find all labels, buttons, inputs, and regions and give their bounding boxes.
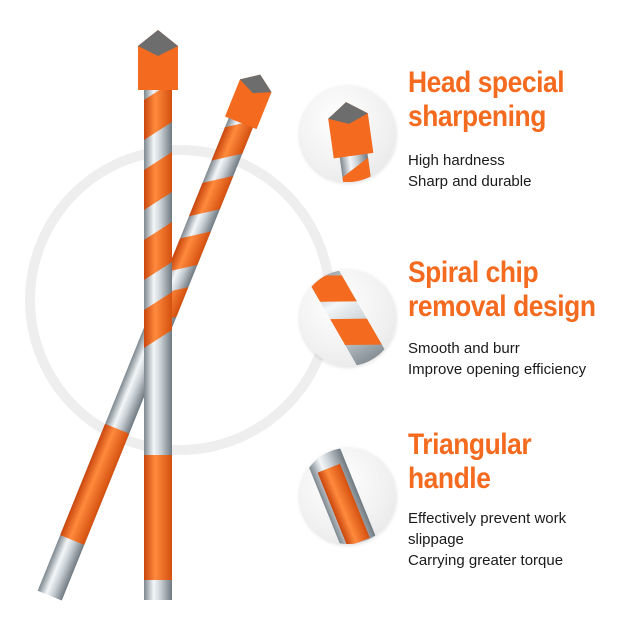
feature-description: Effectively prevent work slippage Carryi… xyxy=(408,508,628,571)
drill-bit-front xyxy=(138,30,178,600)
feature-title-line: Head special xyxy=(408,66,565,99)
feature-title-line: removal design xyxy=(408,290,596,323)
feature-title-line: handle xyxy=(408,462,491,495)
feature-title-line: Spiral chip xyxy=(408,256,539,289)
feature-description: Smooth and burr Improve opening efficien… xyxy=(408,338,628,380)
drill-tip-closeup-icon xyxy=(300,86,396,182)
feature-desc-line: High hardness xyxy=(408,152,505,169)
feature-title-line: sharpening xyxy=(408,100,546,133)
feature-title: Head special sharpening xyxy=(408,66,602,134)
feature-desc-line: Smooth and burr xyxy=(408,340,520,357)
feature-desc-line: Carrying greater torque xyxy=(408,552,564,569)
spiral-flute-closeup-icon xyxy=(300,270,396,366)
feature-title: Triangular handle xyxy=(408,428,602,496)
feature-title: Spiral chip removal design xyxy=(408,256,602,324)
feature-description: High hardness Sharp and durable xyxy=(408,150,628,192)
feature-desc-line: Improve opening efficiency xyxy=(408,361,587,378)
feature-desc-line: slippage xyxy=(408,531,464,548)
triangular-shank-closeup-icon xyxy=(300,448,396,544)
feature-desc-line: Sharp and durable xyxy=(408,173,532,190)
feature-desc-line: Effectively prevent work xyxy=(408,510,567,527)
feature-title-line: Triangular xyxy=(408,428,532,461)
